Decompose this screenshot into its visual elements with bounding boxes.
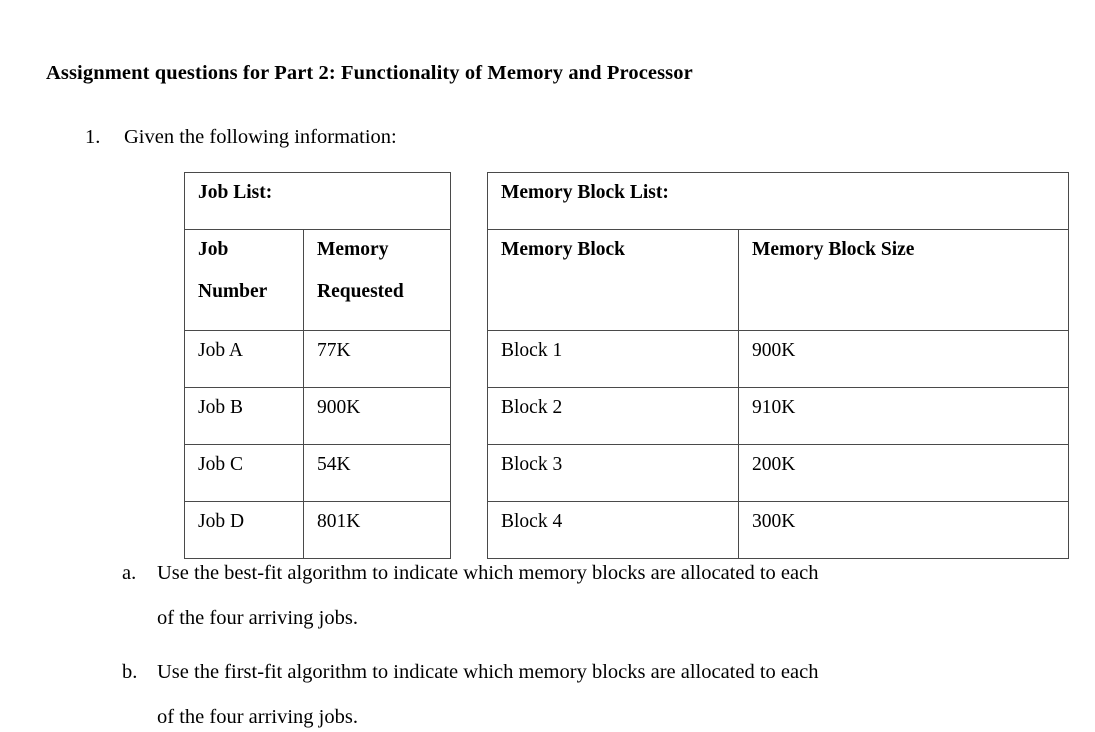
job-list-table: Job List: Job Number Memory Requested Jo… — [183, 172, 452, 559]
cell-memory-requested: 77K — [302, 330, 452, 388]
sub-item-a-marker: a. — [122, 562, 137, 584]
sub-item-b: b. Use the first-fit algorithm to indica… — [122, 661, 1022, 729]
cell-memory-requested: 900K — [302, 387, 452, 445]
table-caption-row: Memory Block List: — [486, 172, 1070, 230]
header-job-number-line1: Job — [198, 239, 229, 260]
page-title: Assignment questions for Part 2: Functio… — [46, 62, 693, 84]
table-row: Job B 900K — [184, 387, 452, 445]
table-row: Job D 801K — [184, 501, 452, 559]
cell-job-number: Job D — [184, 501, 304, 559]
cell-memory-block: Block 4 — [487, 501, 739, 559]
sub-item-b-marker: b. — [122, 661, 138, 683]
header-memory-block: Memory Block — [487, 229, 739, 331]
table-row: Block 2 910K — [487, 387, 1070, 445]
job-list-caption: Job List: — [183, 172, 452, 230]
sub-item-a-body: Use the best-fit algorithm to indicate w… — [157, 562, 1022, 630]
header-memory-block-size: Memory Block Size — [737, 229, 1070, 331]
cell-job-number: Job C — [184, 444, 304, 502]
header-job-number: Job Number — [184, 229, 304, 331]
cell-memory-block-size: 200K — [737, 444, 1070, 502]
cell-memory-block: Block 2 — [487, 387, 739, 445]
cell-memory-block-size: 900K — [737, 330, 1070, 388]
cell-job-number: Job A — [184, 330, 304, 388]
header-memory-requested: Memory Requested — [302, 229, 452, 331]
sub-item-a: a. Use the best-fit algorithm to indicat… — [122, 562, 1022, 630]
table-row: Block 1 900K — [487, 330, 1070, 388]
cell-memory-requested: 801K — [302, 501, 452, 559]
memory-block-list-caption: Memory Block List: — [486, 172, 1070, 230]
table-caption-row: Job List: — [183, 172, 452, 230]
table-header-row: Job Number Memory Requested — [184, 229, 452, 331]
header-job-number-line2: Number — [198, 280, 268, 302]
table-row: Block 3 200K — [487, 444, 1070, 502]
question-text: Given the following information: — [124, 126, 397, 148]
table-row: Job C 54K — [184, 444, 452, 502]
header-memory-requested-line1: Memory — [317, 239, 389, 260]
sub-item-a-line2: of the four arriving jobs. — [157, 607, 358, 629]
cell-job-number: Job B — [184, 387, 304, 445]
table-row: Block 4 300K — [487, 501, 1070, 559]
sub-item-b-body: Use the first-fit algorithm to indicate … — [157, 661, 1022, 729]
cell-memory-block-size: 300K — [737, 501, 1070, 559]
memory-block-list-table: Memory Block List: Memory Block Memory B… — [486, 172, 1070, 559]
table-row: Job A 77K — [184, 330, 452, 388]
sub-item-b-line2: of the four arriving jobs. — [157, 706, 358, 728]
sub-item-a-line1: Use the best-fit algorithm to indicate w… — [157, 562, 819, 584]
table-header-row: Memory Block Memory Block Size — [487, 229, 1070, 331]
question-item-1: 1. Given the following information: — [85, 126, 397, 149]
sub-item-b-line1: Use the first-fit algorithm to indicate … — [157, 661, 819, 683]
cell-memory-block: Block 3 — [487, 444, 739, 502]
header-memory-requested-line2: Requested — [317, 280, 404, 302]
cell-memory-block: Block 1 — [487, 330, 739, 388]
question-marker: 1. — [85, 126, 101, 148]
cell-memory-block-size: 910K — [737, 387, 1070, 445]
cell-memory-requested: 54K — [302, 444, 452, 502]
